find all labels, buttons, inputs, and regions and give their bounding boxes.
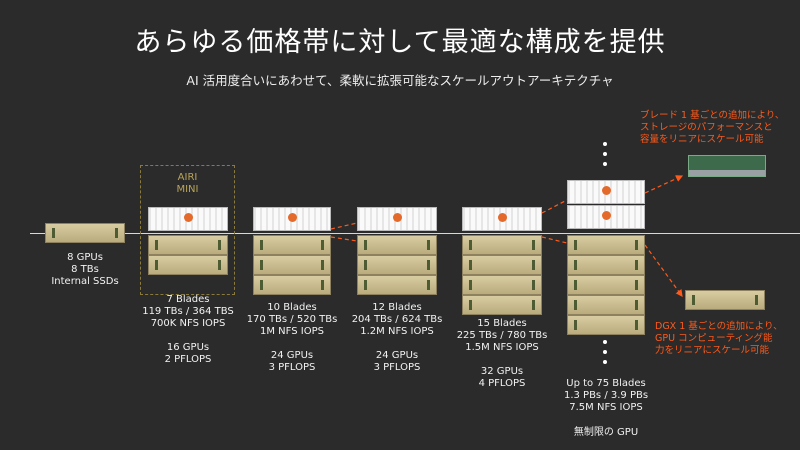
callout-blade-scaling: ブレード 1 基ごとの追加により、 ストレージのパフォーマンスと 容量をリニアに…: [640, 110, 785, 145]
config-1-storage: 7 Blades 119 TBs / 364 TBS 700K NFS IOPS: [142, 294, 234, 329]
config-5-gpu: 無制限の GPU: [573, 427, 639, 438]
dgx-unit: [567, 235, 645, 255]
blade-chassis: [567, 180, 645, 204]
dgx-unit: [253, 275, 331, 295]
dgx-unit: [462, 275, 542, 295]
page-subtitle: AI 活用度合いにあわせて、柔軟に拡張可能なスケールアウトアーキテクチャ: [186, 73, 614, 88]
dgx-unit: [357, 235, 437, 255]
blade-chassis: [148, 207, 228, 231]
dgx-unit: [45, 223, 125, 243]
dgx-unit: [462, 255, 542, 275]
blade-chassis: [462, 207, 542, 231]
config-2-gpu: 24 GPUs 3 PFLOPS: [268, 350, 316, 373]
pure-logo-icon: [184, 213, 193, 222]
airi-mini-label: AIRI MINI: [176, 172, 199, 195]
blade-chassis: [357, 207, 437, 231]
config-3-gpu: 24 GPUs 3 PFLOPS: [373, 350, 421, 373]
config-4-gpu: 32 GPUs 4 PFLOPS: [478, 366, 526, 389]
pure-logo-icon: [393, 213, 402, 222]
pure-logo-icon: [498, 213, 507, 222]
dgx-unit: [148, 255, 228, 275]
dgx-unit: [462, 235, 542, 255]
pure-logo-icon: [602, 211, 611, 220]
config-2-storage: 10 Blades 170 TBs / 520 TBs 1M NFS IOPS: [246, 302, 338, 337]
config-5-storage: Up to 75 Blades 1.3 PBs / 3.9 PBs 7.5M N…: [563, 378, 649, 413]
dgx-unit: [253, 255, 331, 275]
blade-module-image: [688, 155, 766, 177]
more-dgx-dots-icon: [603, 340, 607, 370]
page-title: あらゆる価格帯に対して最適な構成を提供: [134, 27, 666, 58]
airi-mini-box: [140, 165, 235, 295]
pure-logo-icon: [288, 213, 297, 222]
dgx-unit: [567, 295, 645, 315]
dgx-unit: [462, 295, 542, 315]
callout-dgx-scaling: DGX 1 基ごとの追加により、 GPU コンピューティング能 力をリニアにスケ…: [655, 321, 783, 356]
dgx-unit: [357, 255, 437, 275]
dgx-unit: [567, 315, 645, 335]
config-0-gpu: 8 GPUs 8 TBs Internal SSDs: [51, 252, 119, 287]
config-3-storage: 12 Blades 204 TBs / 624 TBs 1.2M NFS IOP…: [351, 302, 443, 337]
blade-chassis: [253, 207, 331, 231]
dgx-unit: [567, 275, 645, 295]
config-4-storage: 15 Blades 225 TBs / 780 TBs 1.5M NFS IOP…: [456, 318, 548, 353]
dgx-unit: [357, 275, 437, 295]
dgx-unit: [148, 235, 228, 255]
config-1-gpu: 16 GPUs 2 PFLOPS: [164, 342, 212, 365]
blade-chassis: [567, 205, 645, 229]
dgx-unit-extra: [685, 290, 765, 310]
pure-logo-icon: [602, 186, 611, 195]
dgx-unit: [567, 255, 645, 275]
more-blades-dots-icon: [603, 142, 607, 172]
baseline-divider: [30, 233, 800, 234]
dgx-unit: [253, 235, 331, 255]
